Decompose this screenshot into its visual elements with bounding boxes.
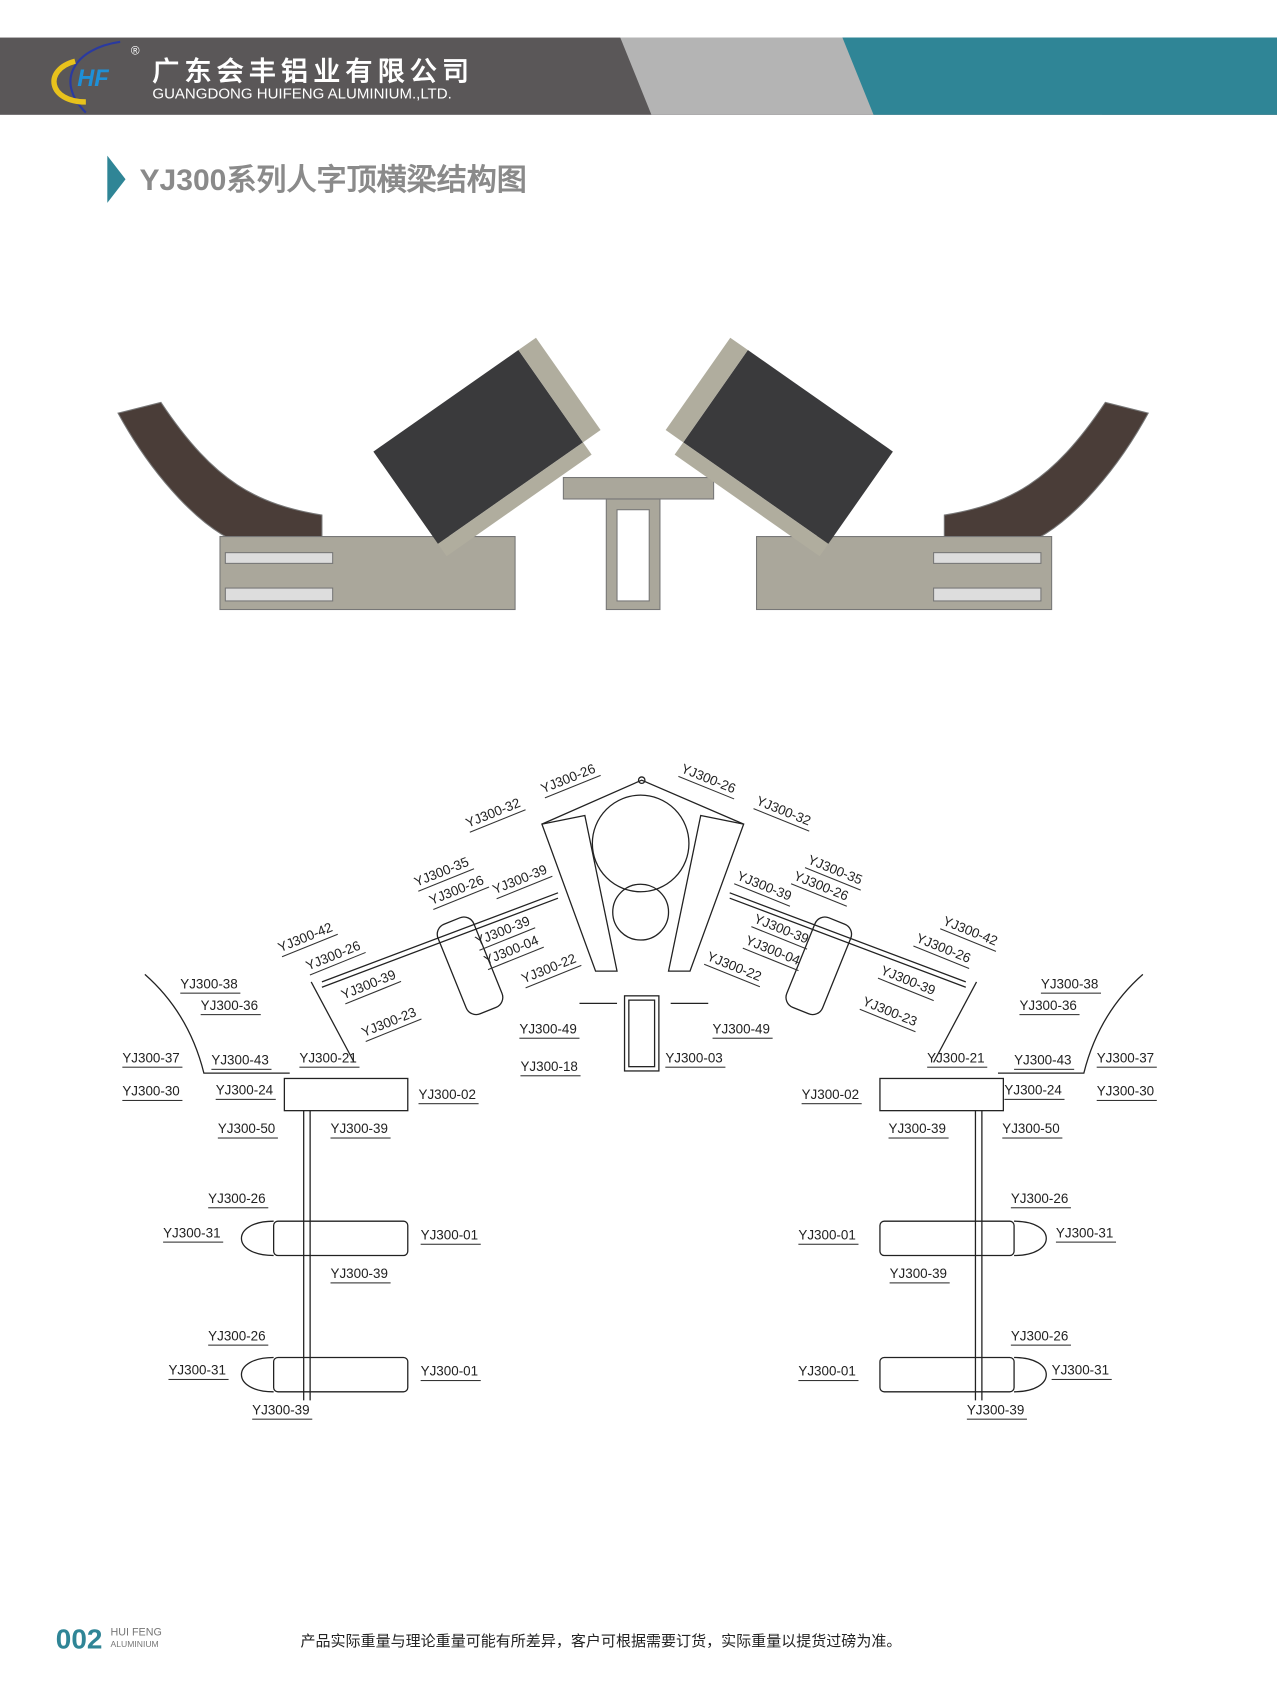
part-label: YJ300-30: [1096, 1084, 1157, 1102]
part-label: YJ300-03: [665, 1051, 725, 1068]
part-label: YJ300-38: [1040, 977, 1101, 994]
company-name-cn: 广东会丰铝业有限公司: [152, 56, 475, 87]
part-label: YJ300-39: [888, 1121, 949, 1139]
page-title: YJ300系列人字顶横梁结构图: [139, 163, 527, 197]
part-label: YJ300-01: [420, 1228, 481, 1245]
svg-text:HF: HF: [77, 66, 109, 92]
part-label: YJ300-01: [798, 1228, 858, 1245]
part-label: YJ300-39: [966, 1403, 1027, 1420]
footer-note: 产品实际重量与理论重量可能有所差异，客户可根据需要订货，实际重量以提货过磅为准。: [300, 1632, 902, 1650]
registered-mark: ®: [130, 45, 140, 58]
part-label: YJ300-31: [168, 1363, 229, 1381]
part-label: YJ300-36: [200, 998, 261, 1016]
hf-logo-icon: HF: [51, 40, 121, 114]
part-label: YJ300-50: [217, 1121, 278, 1139]
product-photo: [117, 337, 1150, 611]
part-label: YJ300-39: [330, 1266, 391, 1284]
part-label: YJ300-02: [418, 1087, 479, 1105]
part-label: YJ300-37: [122, 1051, 182, 1068]
part-label: YJ300-31: [1055, 1225, 1116, 1243]
part-label: YJ300-26: [1010, 1328, 1071, 1346]
part-label: YJ300-31: [1051, 1363, 1112, 1381]
part-label: YJ300-49: [519, 1022, 579, 1039]
part-label: YJ300-01: [420, 1364, 481, 1382]
part-label: YJ300-31: [163, 1225, 223, 1243]
part-label: YJ300-02: [801, 1087, 862, 1105]
company-name-en: GUANGDONG HUIFENG ALUMINIUM.,LTD.: [152, 84, 452, 102]
page-number: 002: [55, 1622, 103, 1655]
part-label: YJ300-26: [208, 1191, 268, 1209]
part-label: YJ300-38: [180, 977, 240, 994]
part-label: YJ300-39: [889, 1266, 950, 1284]
part-label: YJ300-50: [1002, 1121, 1062, 1139]
part-label: YJ300-21: [299, 1051, 359, 1068]
part-label: YJ300-21: [927, 1051, 987, 1068]
part-label: YJ300-24: [215, 1083, 276, 1100]
header-banner: HF ® 广东会丰铝业有限公司 GUANGDONG HUIFENG ALUMIN…: [0, 37, 1277, 115]
part-label: YJ300-26: [1010, 1191, 1071, 1209]
part-label: YJ300-26: [208, 1328, 268, 1346]
part-label: YJ300-18: [520, 1059, 581, 1077]
part-label: YJ300-39: [330, 1121, 391, 1139]
part-label: YJ300-30: [122, 1084, 182, 1102]
part-label: YJ300-43: [1014, 1053, 1074, 1070]
footer-brand: HUI FENG: [110, 1626, 162, 1639]
part-label: YJ300-36: [1019, 998, 1080, 1016]
part-label: YJ300-49: [712, 1022, 773, 1039]
part-label: YJ300-39: [252, 1403, 312, 1420]
part-label: YJ300-37: [1096, 1051, 1157, 1068]
footer-brand-sub: ALUMINIUM: [110, 1639, 159, 1650]
part-label: YJ300-43: [211, 1053, 271, 1070]
title-marker-icon: [107, 155, 126, 203]
part-label: YJ300-24: [1004, 1083, 1064, 1100]
part-label: YJ300-01: [798, 1364, 858, 1382]
